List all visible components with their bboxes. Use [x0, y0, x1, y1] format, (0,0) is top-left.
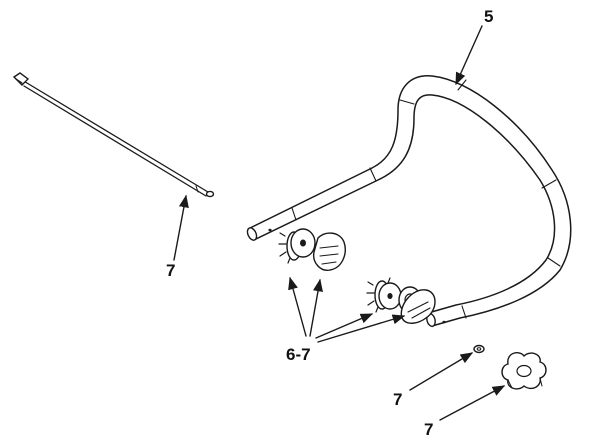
callout-7-knob: 7 [424, 420, 433, 439]
washer-part [473, 344, 485, 354]
handle-tube-part [246, 75, 572, 328]
clamp-assembly-upper [278, 228, 346, 271]
rod-part [12, 72, 215, 198]
callout-5: 5 [484, 7, 493, 26]
star-knob-part [501, 352, 547, 390]
leader-lines [173, 25, 506, 421]
callout-7-washer: 7 [393, 390, 402, 409]
callout-6-7: 6-7 [286, 345, 311, 364]
callout-7-rod: 7 [166, 261, 175, 280]
clamp-assembly-lower [366, 277, 436, 324]
